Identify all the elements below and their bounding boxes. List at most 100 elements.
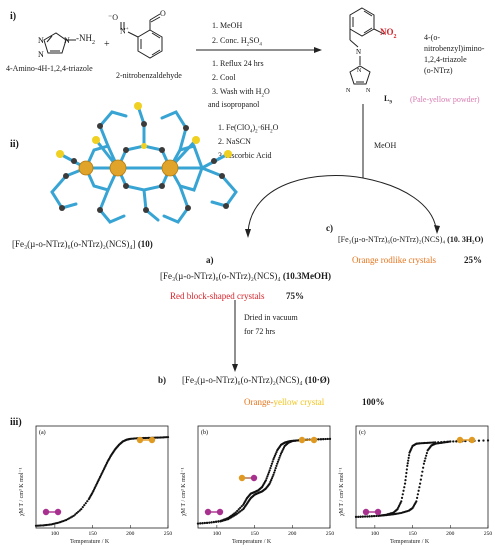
x-tick-label: 200	[446, 531, 455, 537]
product-no2: NO2	[380, 27, 397, 40]
x-tick-label: 150	[250, 531, 258, 537]
condition-wash: 3. Wash with H2O	[212, 87, 270, 99]
data-point	[77, 510, 80, 513]
data-point	[455, 440, 458, 443]
data-point	[317, 438, 320, 441]
complex-a-desc: Red block-shaped crystals	[170, 291, 265, 301]
data-point	[279, 454, 282, 457]
data-point	[236, 509, 239, 513]
data-point	[237, 508, 240, 511]
data-point	[424, 457, 427, 460]
data-point	[267, 471, 270, 474]
high-spin-icon	[298, 436, 318, 444]
condition-isopropanol: and isopropanol	[208, 100, 260, 109]
data-point	[234, 511, 237, 514]
plot-frame	[355, 425, 489, 529]
svg-text:N: N	[366, 88, 371, 94]
complex-c-desc: Orange rodlike crystals	[352, 255, 436, 265]
data-point	[265, 477, 268, 480]
complex-b-desc: Orange-yellow crystal	[244, 397, 325, 407]
label-c: c)	[326, 223, 333, 233]
dried-line-1: Dried in vacuum	[244, 313, 298, 322]
data-point	[208, 521, 211, 524]
data-point	[236, 512, 239, 515]
panel-label: (a)	[39, 429, 46, 436]
data-point	[359, 515, 362, 518]
data-point	[201, 522, 204, 525]
x-tick-label: 150	[88, 531, 97, 537]
data-point	[368, 515, 371, 518]
svg-text:N: N	[357, 68, 362, 74]
data-point	[270, 464, 273, 468]
data-point	[264, 479, 267, 482]
amine-name: 4-Amino-4H-1,2,4-triazole	[6, 64, 93, 73]
panel-label: (c)	[359, 429, 366, 436]
benzene-ring-product	[349, 7, 385, 48]
panel-label: (b)	[201, 429, 208, 436]
complex-b-formula: [Fe₃(µ-o-NTrz)₆(o-NTrz)₂(NCS)₄ (10·Ø)	[182, 375, 330, 385]
high-spin-icon	[136, 436, 156, 444]
data-point	[406, 464, 409, 468]
condition-reflux: 1. Reflux 24 hrs	[212, 59, 264, 68]
data-point	[266, 475, 269, 478]
product-name-3: 1,2,4-triazole	[424, 55, 467, 64]
low-spin-icon	[42, 508, 62, 516]
data-point	[407, 459, 410, 462]
data-point	[405, 471, 408, 475]
data-point	[274, 467, 277, 470]
data-point	[404, 475, 408, 478]
data-point	[237, 511, 240, 514]
aldehyde-name: 2-nitrobenzaldehyde	[116, 71, 182, 80]
aldehyde-oxygen: O	[160, 9, 166, 18]
data-point	[269, 467, 272, 470]
product-name-1: 4-(o-	[424, 33, 440, 42]
data-point	[401, 493, 404, 496]
data-point	[273, 471, 276, 474]
x-tick-label: 250	[326, 531, 335, 537]
data-point	[212, 521, 215, 524]
nitro-o-minus: ⁻O	[108, 13, 118, 22]
complex-10-formula: [Fe₃(µ-o-NTrz)₆(o-NTrz)₂(NCS)₄] (10)	[12, 239, 153, 249]
data-point	[407, 456, 410, 460]
data-point	[421, 470, 424, 473]
data-point	[239, 510, 242, 513]
condition-ascorbic: 3. Ascorbic Acid	[218, 151, 272, 160]
low-spin-icon	[362, 508, 382, 516]
data-point	[370, 515, 373, 518]
label-a: a)	[206, 255, 214, 265]
data-point	[477, 439, 481, 442]
data-point	[415, 500, 418, 503]
data-point	[420, 474, 423, 477]
amine-group: -NH2	[76, 33, 95, 46]
data-point	[452, 440, 455, 443]
label-iii: iii)	[10, 417, 22, 428]
data-point	[363, 515, 367, 518]
plus-sign: +	[104, 39, 110, 50]
x-tick-label: 100	[371, 531, 380, 537]
high-spin-icon	[456, 436, 476, 444]
data-point	[78, 509, 81, 512]
x-tick-label: 150	[408, 531, 417, 537]
data-point	[326, 437, 329, 441]
condition-meoh: 1. MeOH	[212, 21, 243, 30]
complex-a-yield: 75%	[286, 291, 304, 301]
data-point	[75, 512, 78, 515]
data-point	[328, 437, 332, 440]
data-point	[402, 489, 405, 492]
data-point	[403, 486, 406, 489]
x-tick-label: 200	[288, 531, 297, 537]
data-point	[425, 451, 428, 455]
x-tick-label: 200	[126, 531, 134, 537]
condition-h2so4: 2. Conc. H2SO4	[212, 36, 262, 48]
data-point	[267, 473, 270, 476]
label-ii: ii)	[10, 139, 19, 150]
data-point	[275, 451, 278, 454]
data-point	[240, 505, 243, 508]
plot-c-ylabel: χM T / cm³ K mol⁻¹	[339, 467, 345, 516]
